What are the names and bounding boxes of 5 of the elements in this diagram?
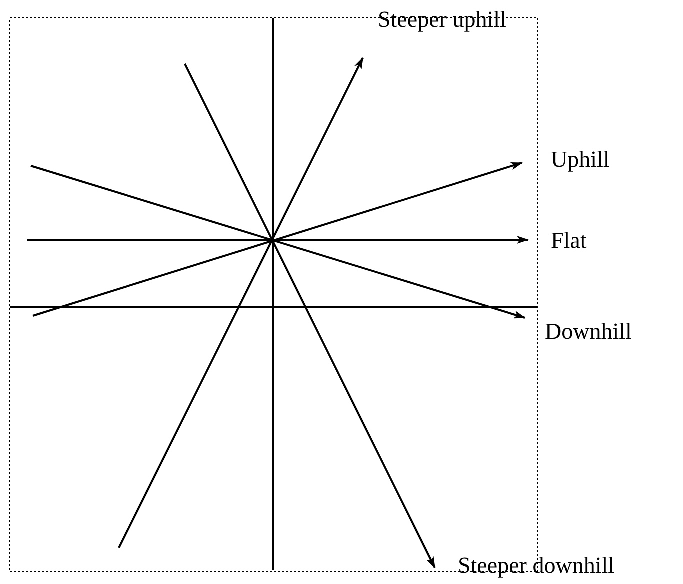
slope-label: Steeper uphill [378,8,506,31]
slope-label: Flat [551,229,587,252]
slope-label: Steeper downhill [458,554,614,577]
slope-label: Downhill [545,320,632,343]
slope-label: Uphill [551,148,610,171]
